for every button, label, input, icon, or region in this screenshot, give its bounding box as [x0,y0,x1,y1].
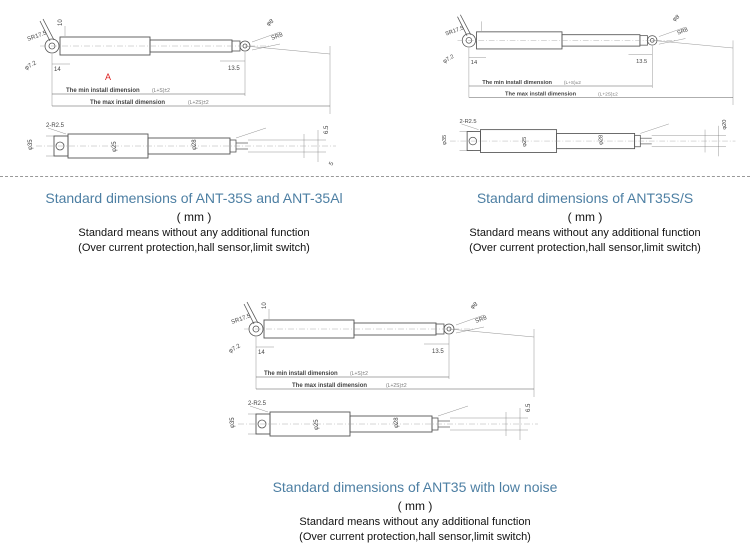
caption-title: Standard dimensions of ANT-35S and ANT-3… [45,190,343,206]
svg-text:2-R2.5: 2-R2.5 [248,401,267,407]
caption-line-2: (Over current protection,hall sensor,lim… [299,531,531,543]
diagram-3-top-view: SR17.5 φ7.2 10 14 13.5 φ8 SR8 The min in… [228,301,535,398]
caption-line-2: (Over current protection,hall sensor,lim… [469,242,701,254]
svg-text:10: 10 [262,302,268,309]
caption-block-3: Standard dimensions of ANT35 with low no… [220,479,610,543]
caption-line-2: (Over current protection,hall sensor,lim… [78,242,310,254]
dim-14: 14 [54,67,61,73]
caption-unit: ( mm ) [397,499,433,513]
svg-text:φ8: φ8 [470,301,480,310]
svg-text:The min install dimension: The min install dimension [264,371,338,377]
caption-line-1: Standard means without any additional fu… [469,227,701,239]
min-install-label: The min install dimension [66,88,140,94]
min-install-formula: (L+S)±2 [152,88,170,94]
diagram-2-side-view: 2-R2.5 φ35 φ25 φ28 φ20 [442,119,736,157]
svg-text:14: 14 [471,60,477,66]
svg-text:φ25: φ25 [522,137,528,147]
dim-phi28: φ28 [192,139,198,150]
svg-text:6.5: 6.5 [526,403,532,412]
svg-text:φ7.2: φ7.2 [442,54,455,65]
svg-text:φ28: φ28 [598,135,604,145]
max-install-formula: (L+2S)±2 [188,100,209,106]
dim-5: 5 [329,161,336,167]
svg-text:φ35: φ35 [442,135,448,145]
marker-a: A [105,72,112,82]
caption-unit: ( mm ) [176,210,212,224]
caption-unit: ( mm ) [567,210,603,224]
svg-text:(L+S)±2: (L+S)±2 [350,371,368,377]
svg-text:(L+2S)±2: (L+2S)±2 [598,92,618,98]
max-install-label: The max install dimension [90,100,165,106]
caption-line-1: Standard means without any additional fu… [299,516,531,528]
section-divider [0,176,750,177]
svg-text:φ28: φ28 [394,417,400,428]
svg-text:SR8: SR8 [677,27,689,36]
diagram-3-side-view: 2-R2.5 φ35 φ25 φ28 6.5 [230,401,539,441]
diagram-2-top-view: SR17.5 φ7.2 14 13.5 φ8 SR8 The min insta… [442,14,734,106]
svg-text:SR17.5: SR17.5 [445,25,465,37]
svg-text:2-R2.5: 2-R2.5 [460,119,477,125]
svg-text:(L+S)±2: (L+S)±2 [564,80,581,86]
svg-text:13.5: 13.5 [432,349,444,355]
svg-text:13.5: 13.5 [636,59,647,65]
caption-title: Standard dimensions of ANT35 with low no… [272,479,558,495]
dim-sr8: SR8 [271,32,285,42]
caption-title: Standard dimensions of ANT35S/S [476,190,694,206]
dim-phi35: φ35 [28,139,34,150]
diagram-1-top-view: SR17.5 φ7.2 10 14 13.5 φ8 SR8 The min in… [24,18,331,115]
svg-text:φ7.2: φ7.2 [228,343,242,355]
dim-phi8: φ8 [266,18,276,27]
svg-text:The min install dimension: The min install dimension [482,80,552,86]
svg-text:φ25: φ25 [314,419,320,430]
svg-text:φ35: φ35 [230,417,236,428]
dim-phi72: φ7.2 [24,60,38,72]
svg-text:SR17.5: SR17.5 [231,313,252,326]
svg-text:φ20: φ20 [722,120,728,130]
dim-10: 10 [58,19,64,26]
diagram-1-side-view: 2-R2.5 φ35 φ25 φ28 6.5 5 [28,123,337,167]
svg-text:14: 14 [258,350,265,356]
caption-block-1: Standard dimensions of ANT-35S and ANT-3… [14,190,374,254]
svg-text:The max install dimension: The max install dimension [505,92,577,98]
svg-text:The max install dimension: The max install dimension [292,383,367,389]
caption-line-1: Standard means without any additional fu… [78,227,310,239]
dim-135: 13.5 [228,66,240,72]
svg-text:φ8: φ8 [672,14,681,23]
svg-text:(L+2S)±2: (L+2S)±2 [386,383,407,389]
dim-65: 6.5 [324,125,330,134]
dim-phi25: φ25 [112,141,118,152]
dim-2r25: 2-R2.5 [46,123,65,129]
svg-text:SR8: SR8 [475,315,489,325]
caption-block-2: Standard dimensions of ANT35S/S ( mm ) S… [430,190,740,254]
dim-sr175: SR17.5 [27,30,48,43]
